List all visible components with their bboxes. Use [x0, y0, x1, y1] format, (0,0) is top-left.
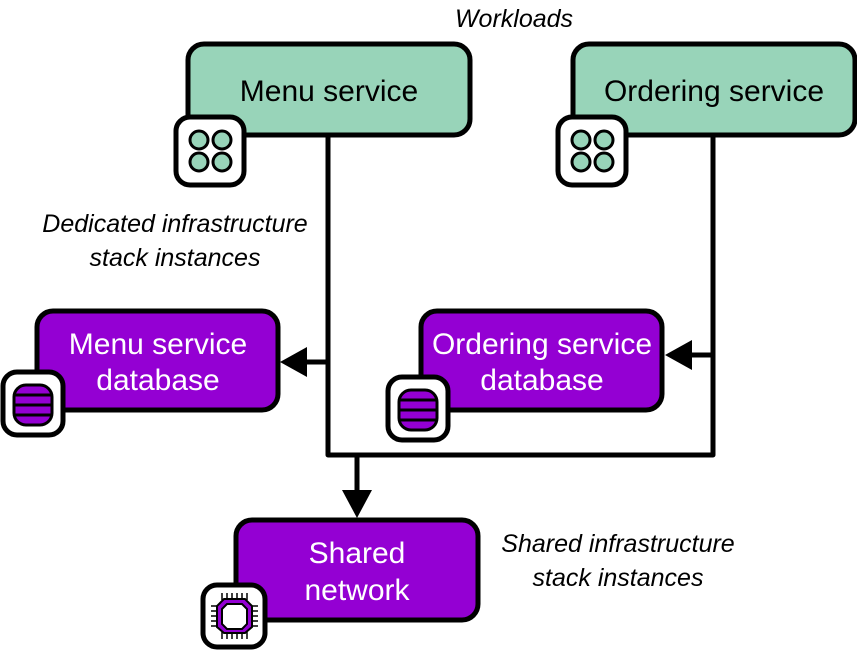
connectors — [305, 135, 716, 492]
menu-service-title: Menu service — [240, 75, 418, 108]
ordering-service-node[interactable]: Ordering service — [555, 41, 857, 188]
menu-db-box — [34, 308, 281, 413]
ordering-service-title: Ordering service — [604, 75, 824, 108]
menu-trunk-line — [325, 135, 716, 458]
shared-network-node[interactable]: Shared network — [200, 517, 481, 650]
ordering-db-node[interactable]: Ordering service database — [385, 308, 665, 443]
menu-service-box — [185, 41, 473, 138]
shared-network-title-line1: Shared — [309, 537, 406, 570]
chip-icon — [200, 582, 268, 650]
ordering-service-box — [570, 41, 857, 138]
ordering-db-title-line1: Ordering service — [432, 328, 652, 361]
dedicated-infra-label-line2: stack instances — [90, 244, 261, 272]
arrow-to-menu-db — [280, 347, 307, 377]
shared-infra-label-line1: Shared infrastructure — [501, 530, 734, 558]
menu-db-title-line2: database — [96, 364, 219, 397]
shared-network-title-line2: network — [304, 574, 410, 607]
database-icon — [0, 369, 66, 438]
menu-db-node[interactable]: Menu service database — [0, 308, 281, 438]
menu-db-title-line1: Menu service — [69, 328, 247, 361]
ordering-db-box — [418, 308, 665, 413]
arrow-to-ordering-db — [665, 340, 692, 370]
menu-service-node[interactable]: Menu service — [173, 41, 473, 188]
shared-infra-label-line2: stack instances — [533, 564, 704, 592]
database-icon — [385, 374, 451, 443]
app-grid-icon — [555, 114, 629, 188]
workloads-label: Workloads — [455, 5, 573, 33]
ordering-db-title-line2: database — [480, 364, 603, 397]
dedicated-infra-label-line1: Dedicated infrastructure — [42, 210, 307, 238]
app-grid-icon — [173, 114, 247, 188]
shared-network-box — [233, 517, 481, 623]
arrow-to-shared-network — [342, 490, 372, 518]
